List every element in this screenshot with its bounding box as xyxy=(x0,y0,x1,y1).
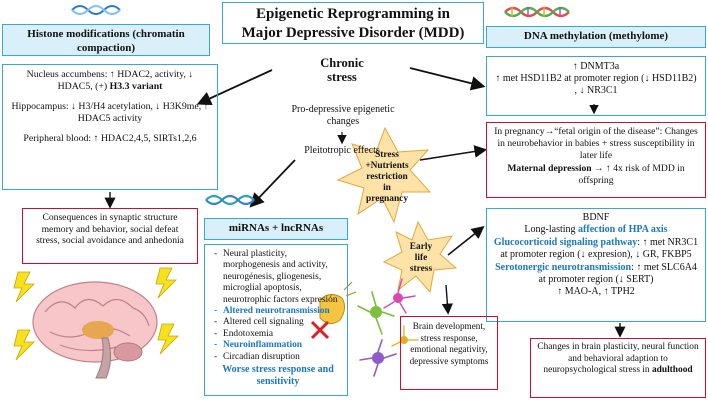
consequences-box: Consequences in synaptic structure memor… xyxy=(22,208,198,264)
arrow-to-pregnancy-box xyxy=(419,145,488,161)
stress-pregnancy-star xyxy=(336,126,432,224)
chronic-stress-line-1: Chronic xyxy=(320,56,364,70)
peripheral-blood-text: Peripheral blood: ↑ HDAC2,4,5, SIRTs1,2,… xyxy=(23,133,197,144)
hpa-accent: affection of HPA axis xyxy=(578,224,668,236)
title-line-1: Epigenetic Reprogramming in xyxy=(256,6,450,22)
rna-strand-icon xyxy=(205,194,255,206)
serotonergic-text: Serotonergic neurotransmission: ↑ met SL… xyxy=(493,262,699,287)
brain-development-box: Brain development, stress response, emot… xyxy=(400,316,498,390)
early-line-1: Early xyxy=(409,242,433,252)
pleiotropic-label: Pleitotropic effects xyxy=(304,145,380,156)
lightning-icon-left-bottom xyxy=(13,329,35,361)
hsd11b2-text: ↑ met HSD11B2 at promoter region (↓ HSD1… xyxy=(495,73,697,96)
adulthood-box: Changes in brain plasticity, neural func… xyxy=(530,338,706,398)
serotonergic-rest: : ↑ met SLC6A4 at promoter region (↓ SER… xyxy=(538,261,697,286)
glucocorticoid-text: Glucocorticoid signaling pathway: ↑ met … xyxy=(493,237,699,262)
arrow-to-brain-dev xyxy=(441,284,453,315)
early-line-2: life xyxy=(414,253,428,263)
title-box: Epigenetic Reprogramming in Major Depres… xyxy=(222,2,484,44)
pro-depressive-label: Pro-depressive epigenetic changes xyxy=(268,104,418,128)
mirna-item-plasticity: Neural plasticity, morphogenesis and act… xyxy=(214,249,343,306)
hpa-axis-text: Long-lasting affection of HPA axis xyxy=(493,224,699,236)
mirna-item-neuroinflammation: Neuroinflammation xyxy=(214,340,343,352)
serotonergic-accent: Serotonergic neurotransmission xyxy=(495,261,632,273)
adulthood-pre: Changes in brain plasticity, neural func… xyxy=(537,342,699,376)
star-line-4: in xyxy=(383,183,391,193)
mirna-item-cell-signaling: Altered cell signaling xyxy=(214,317,343,329)
chronic-stress-line-2: stress xyxy=(327,70,357,84)
title-line-2: Major Depressive Disorder (MDD) xyxy=(241,25,465,41)
mirna-details-box: Neural plasticity, morphogenesis and act… xyxy=(204,244,348,396)
mirna-effects-list: Neural plasticity, morphogenesis and act… xyxy=(213,249,343,363)
arrow-to-mirna xyxy=(249,159,296,208)
mirna-item-neurotransmission: Altered neurotransmission xyxy=(214,306,343,318)
early-life-label: Early life stress xyxy=(398,242,444,275)
stress-pregnancy-label: Stress +Nutrients restriction in pregnan… xyxy=(354,150,420,205)
pro-depressive-line-2: changes xyxy=(326,116,360,127)
mirna-header: miRNAs + lncRNAs xyxy=(204,218,348,240)
dna-helix-icon-right xyxy=(504,6,570,18)
early-life-star xyxy=(382,220,458,294)
star-line-2: +Nutrients xyxy=(365,161,409,171)
bdnf-box: BDNF Long-lasting affection of HPA axis … xyxy=(486,208,706,322)
adulthood-label: adulthood xyxy=(651,365,693,376)
worse-stress-response: Worse stress response and sensitivity xyxy=(222,364,334,388)
arrow-to-bdnf xyxy=(447,226,485,256)
dna-helix-icon-left xyxy=(71,5,121,15)
lightning-icon-right-top xyxy=(155,267,177,299)
histone-details-box: Nucleus accumbens: ↑ HDAC2, activity, ↓ … xyxy=(2,64,218,190)
maternal-depression-text: Maternal depression → ↑ 4x risk of MDD i… xyxy=(493,163,699,187)
hpa-pre: Long-lasting xyxy=(524,224,579,236)
neurons-illustration-icon xyxy=(357,278,419,377)
star-line-5: pregnancy xyxy=(365,194,409,204)
lightning-icon-right-bottom xyxy=(157,323,179,355)
arrow-to-dna xyxy=(409,67,486,91)
glucocorticoid-rest: : ↑ met NR3C1 at promoter region (↓ expr… xyxy=(500,236,699,261)
star-line-3: restriction xyxy=(366,172,408,182)
pro-depressive-line-1: Pro-depressive epigenetic xyxy=(291,104,395,115)
early-line-3: stress xyxy=(409,264,433,274)
pregnancy-box: In pregnancy→“fetal origin of the diseas… xyxy=(486,122,706,198)
star-line-1: Stress xyxy=(375,150,399,160)
nucleus-accumbens-pre: Nucleus accumbens: ↑ HDAC2, activity, ↓ … xyxy=(26,69,194,92)
dna-methylation-box: ↑ DNMT3a ↑ met HSD11B2 at promoter regio… xyxy=(486,56,706,116)
maternal-depression-rest: → ↑ 4x risk of MDD in offspring xyxy=(578,163,685,187)
glucocorticoid-accent: Glucocorticoid signaling pathway xyxy=(493,236,638,248)
histone-header-line-2: compaction) xyxy=(76,42,136,54)
fetal-origin-text: In pregnancy→“fetal origin of the diseas… xyxy=(494,126,698,161)
dnmt3a-text: ↑ DNMT3a xyxy=(572,61,620,72)
h33-variant-label: H3.3 variant xyxy=(109,81,163,92)
lightning-icon-left-top xyxy=(13,271,35,303)
dna-methylation-header: DNA methylation (methylome) xyxy=(486,26,706,48)
mirna-item-endotoxemia: Endotoxemia xyxy=(214,329,343,341)
bdnf-title: BDNF xyxy=(582,212,610,223)
histone-header-line-1: Histone modifications (chromatin xyxy=(27,28,185,40)
brain-illustration-icon xyxy=(32,281,158,379)
histone-header: Histone modifications (chromatin compact… xyxy=(2,24,210,56)
arrow-to-histone xyxy=(196,69,273,106)
maternal-depression-label: Maternal depression xyxy=(507,163,592,175)
nucleus-accumbens-text: Nucleus accumbens: ↑ HDAC2, activity, ↓ … xyxy=(9,69,211,93)
hippocampus-text: Hippocampus: ↓ H3/H4 acetylation, ↓ H3K9… xyxy=(11,101,209,124)
mirna-item-circadian: Circadian disruption xyxy=(214,352,343,364)
mao-text: ↑ MAO-A, ↑ TPH2 xyxy=(557,286,635,298)
chronic-stress-label: Chronic stress xyxy=(292,56,392,84)
